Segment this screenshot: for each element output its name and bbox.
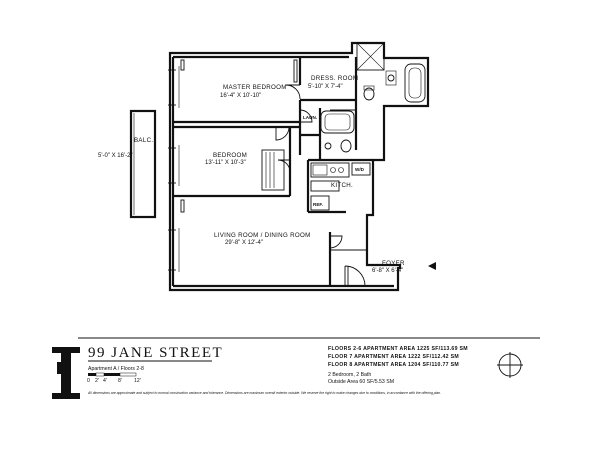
foyer-dim: 6'-8" X 6'-4" xyxy=(372,268,403,274)
dress-room-dim: 5'-10" X 7'-4" xyxy=(308,84,343,90)
refrigerator xyxy=(310,195,330,211)
balcony-outline xyxy=(129,109,157,219)
bedroom-dim: 13'-11" X 10'-3" xyxy=(205,160,246,166)
bathtub xyxy=(404,63,426,103)
area-line-2: FLOOR 7 APARTMENT AREA 1222 SF/112.42 SM xyxy=(328,354,459,360)
refrigerator-tag: REF. xyxy=(313,202,323,207)
stove xyxy=(310,180,340,192)
title-block: 99 JANE STREET Apartment A / Floors 2-8 … xyxy=(52,337,540,399)
scale-label-3: 8' xyxy=(118,378,122,384)
toilet xyxy=(363,87,375,101)
compass-icon xyxy=(497,352,523,378)
washer-dryer xyxy=(351,162,371,176)
kitchen xyxy=(310,162,371,211)
dress-room-name: DRESS. ROOM xyxy=(311,75,358,82)
scale-label-0: 0 xyxy=(87,378,90,384)
master-bath xyxy=(356,42,426,103)
area-line-3: FLOOR 8 APARTMENT AREA 1204 SF/110.77 SM xyxy=(328,362,459,368)
tub-2 xyxy=(320,110,355,134)
scale-label-1: 2' xyxy=(95,378,99,384)
scale-label-2: 4' xyxy=(103,378,107,384)
sink xyxy=(387,74,395,82)
master-bedroom-name: MASTER BEDROOM xyxy=(223,84,287,91)
master-bedroom-dim: 16'-4" X 10'-10" xyxy=(220,93,261,99)
balcony: BALC. 5'-0" X 16'-2" xyxy=(98,109,157,219)
scale-label-4: 12' xyxy=(134,378,141,384)
disclaimer-text: All dimensions are approximate and subje… xyxy=(87,391,441,395)
room-labels: MASTER BEDROOM 16'-4" X 10'-10" DRESS. R… xyxy=(205,75,405,274)
floor-plan: BALC. 5'-0" X 16'-2" xyxy=(98,41,436,292)
foyer-name: FOYER xyxy=(382,260,405,267)
scale-bar: 0 2' 4' 8' 12' xyxy=(87,372,141,384)
shower xyxy=(356,42,385,71)
closets xyxy=(180,59,298,213)
apartment-label: Apartment A / Floors 2-8 xyxy=(88,366,144,372)
counter xyxy=(310,162,350,178)
wd-tag: W/D xyxy=(355,167,365,172)
living-dining-dim: 29'-8" X 12'-4" xyxy=(225,240,263,246)
exterior-walls-inner xyxy=(171,55,394,288)
balcony-dim: 5'-0" X 16'-2" xyxy=(98,153,133,159)
toilet-2 xyxy=(340,139,352,153)
doors xyxy=(275,84,366,287)
second-bath xyxy=(320,110,355,153)
bedbath-label: 2 Bedroom, 2 Bath xyxy=(328,372,371,378)
kitchen-name: KITCH. xyxy=(331,182,353,189)
building-logo-icon xyxy=(52,347,80,399)
entry-arrow-icon xyxy=(428,262,436,270)
windows xyxy=(168,66,180,272)
balcony-name: BALC. xyxy=(134,137,153,144)
bedroom-name: BEDROOM xyxy=(213,152,247,159)
outside-area-label: Outside Area 60 SF/5.53 SM xyxy=(328,379,394,385)
laundry-tag: LAUN. xyxy=(303,115,317,120)
building-title: 99 JANE STREET xyxy=(88,345,223,361)
interior-walls xyxy=(173,57,373,286)
living-dining-name: LIVING ROOM / DINING ROOM xyxy=(214,232,311,239)
sink-2 xyxy=(324,142,332,150)
area-line-1: FLOORS 2-6 APARTMENT AREA 1225 SF/113.69… xyxy=(328,346,468,352)
